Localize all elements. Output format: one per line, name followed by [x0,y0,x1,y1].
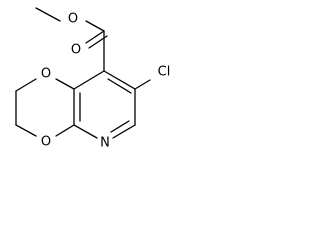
pyridine-nitrogen-label: N [100,136,110,151]
ring-oxygen-upper-label: O [41,67,51,82]
bond-o-lower-c4a [55,124,75,137]
bond-c7-cl [134,79,151,90]
bond-methyl-ester-oxygen [35,7,61,22]
bond-n-c4a [73,124,98,139]
ester-oxygen-label: O [68,12,78,27]
chemical-structure-diagram: O O Cl O O N [15,7,170,151]
bond-c8a-o-upper [55,78,75,90]
bond-c8a-c8 [73,70,105,90]
bond-c6-n-inner [110,120,130,133]
bond-ester-oxygen-carbonyl [85,20,105,32]
bond-c8-c7 [103,70,136,90]
bond-o-upper-ch2 [15,78,37,92]
bond-ch2-o-lower [15,124,37,137]
chlorine-label: Cl [158,65,171,80]
atom-labels: O O Cl O O N [41,12,170,151]
ring-oxygen-lower-label: O [41,135,51,150]
bond-c8-c7-inner [107,78,132,94]
bonds [15,7,151,139]
bond-carbonyl-double-a [85,30,105,44]
bond-c6-n [112,124,136,139]
carbonyl-oxygen-label: O [71,43,81,58]
